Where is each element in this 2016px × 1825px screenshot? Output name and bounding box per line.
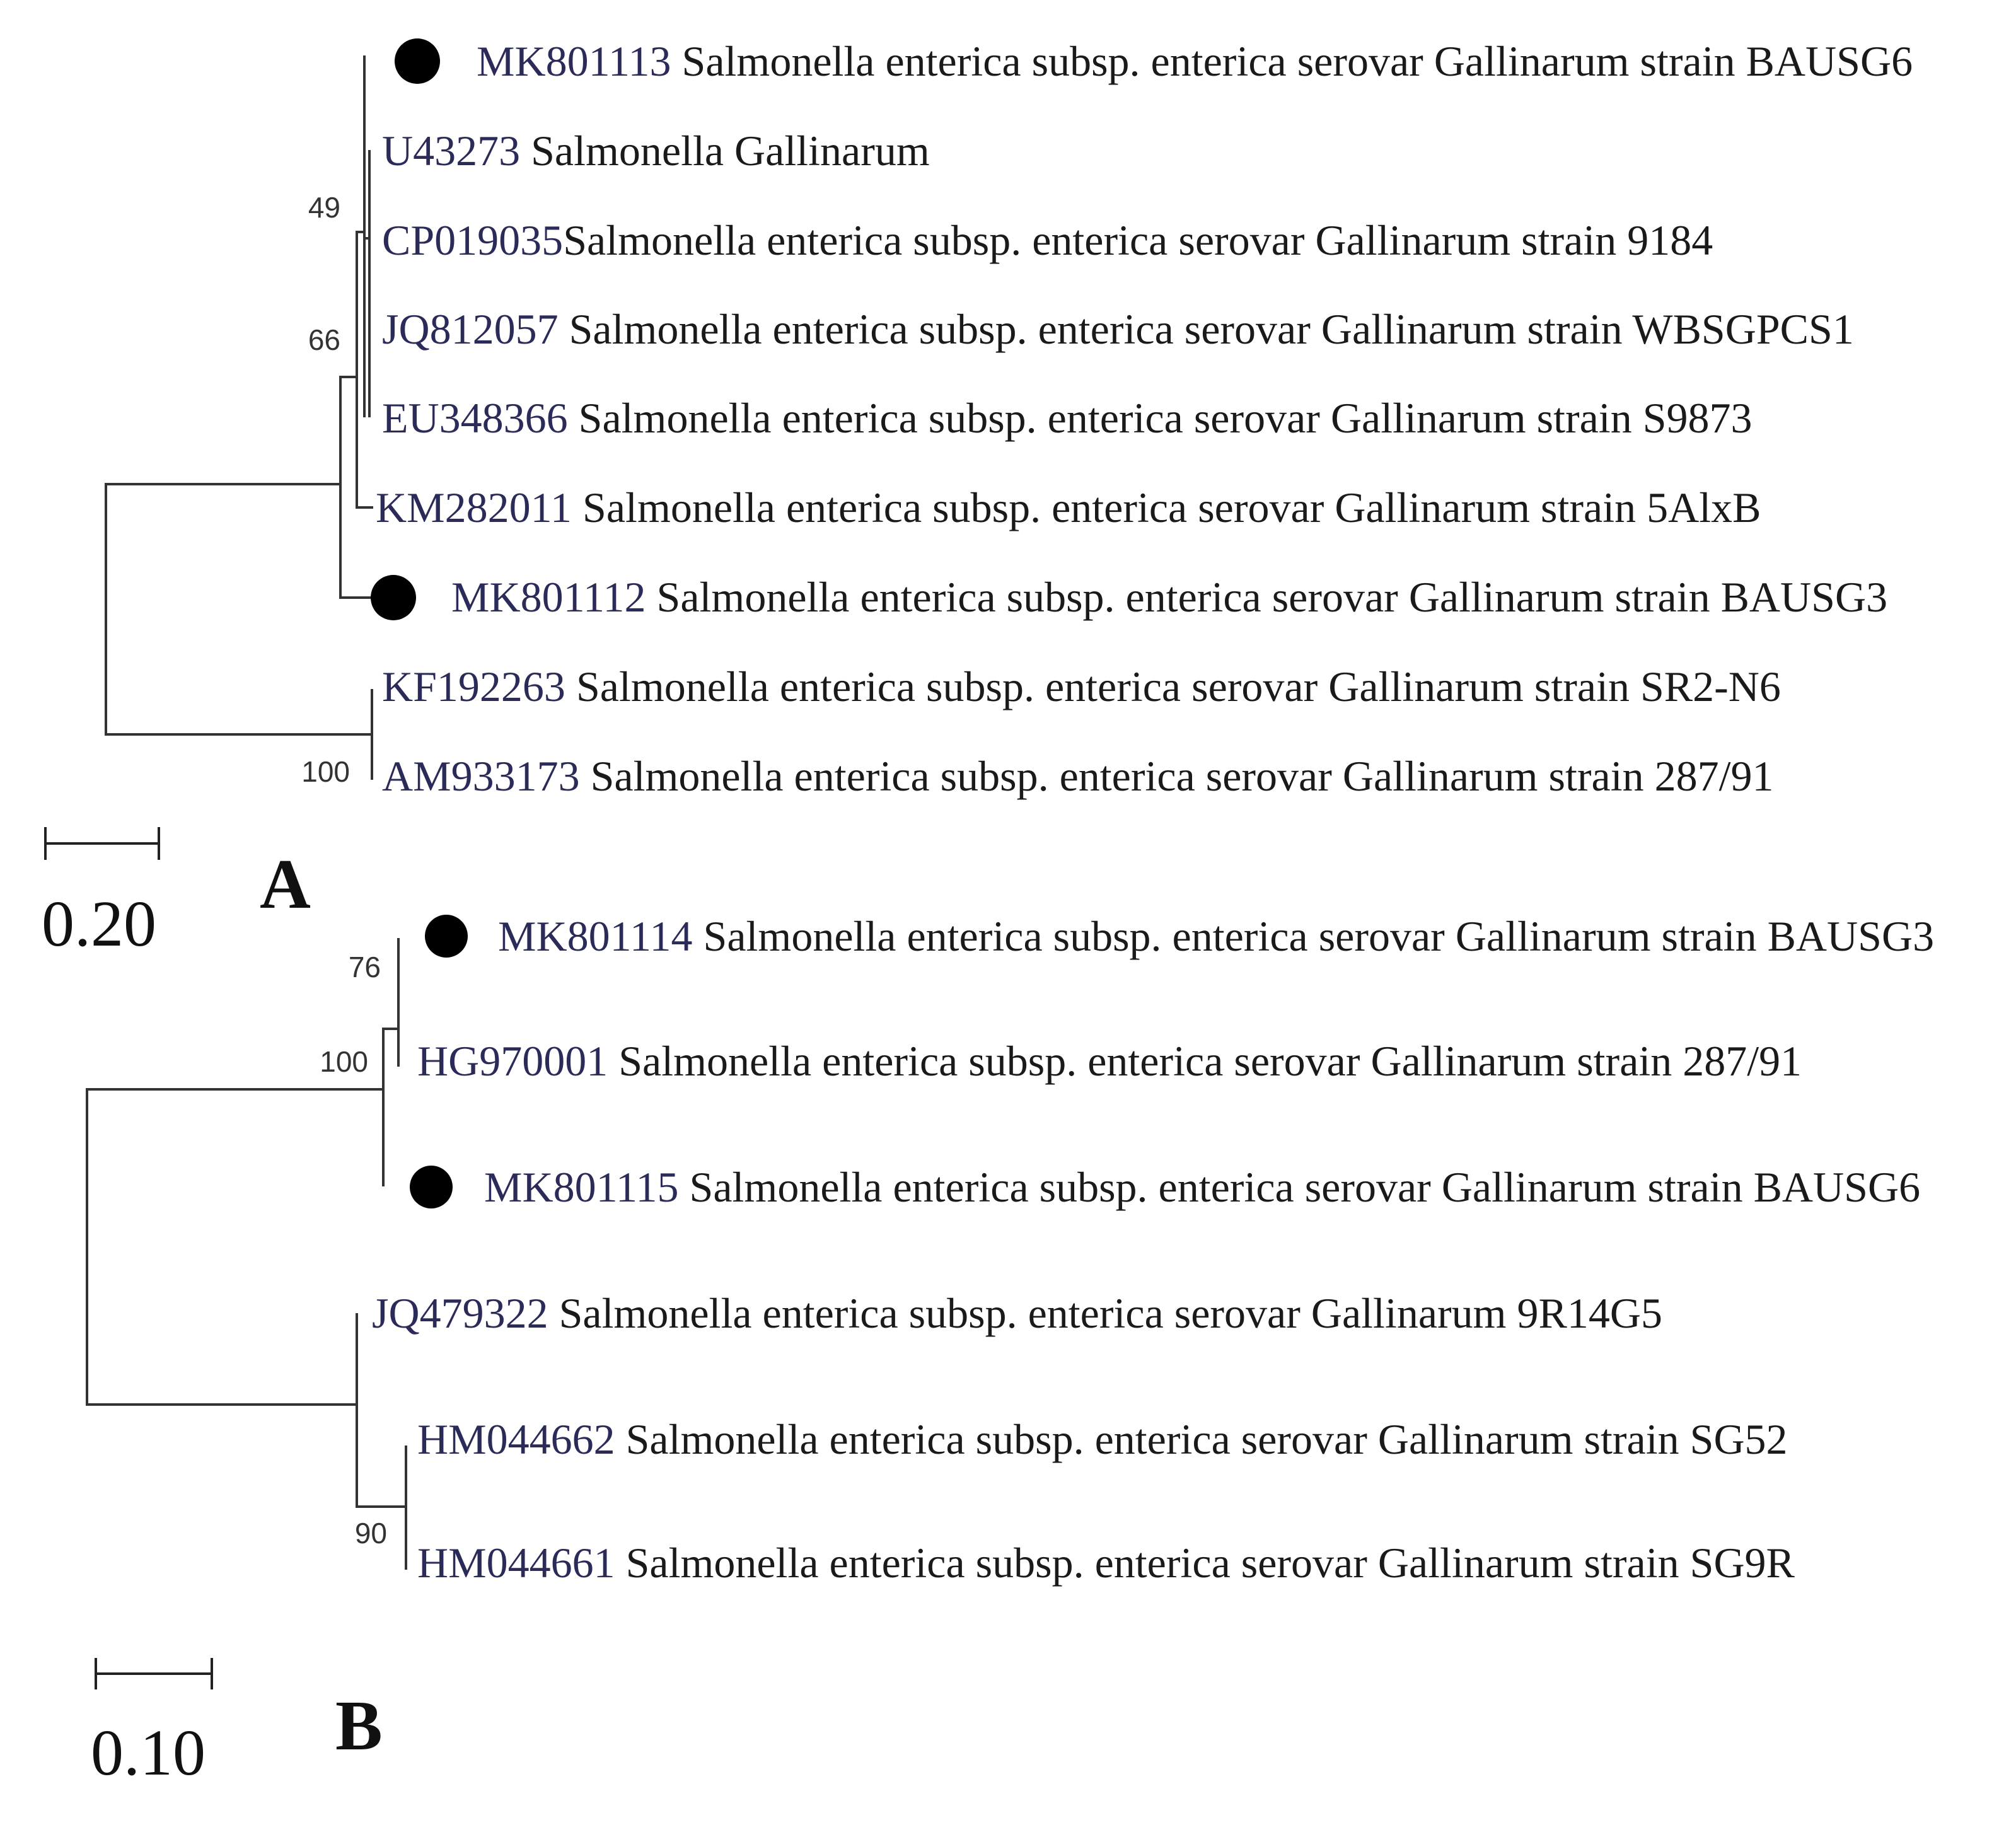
leaf-label: HM044662 Salmonella enterica subsp. ente… <box>417 1415 1788 1463</box>
leaf-label: MK801115 Salmonella enterica subsp. ente… <box>484 1163 1920 1211</box>
leaf-label: KF192263 Salmonella enterica subsp. ente… <box>382 663 1781 710</box>
panel-a-support-49: 49 <box>308 191 340 224</box>
panel-b-tree: 76 100 90 MK801114 Salmonella enterica s… <box>86 912 1934 1789</box>
panel-b-new-sequence-marker <box>425 915 468 958</box>
panel-a-support-66: 66 <box>308 323 340 356</box>
panel-a-leaf-labels: MK801113 Salmonella enterica subsp. ente… <box>376 37 1913 800</box>
panel-a-new-sequence-marker <box>371 575 416 620</box>
leaf-label: JQ812057 Salmonella enterica subsp. ente… <box>382 305 1854 353</box>
panel-b-support-100: 100 <box>320 1045 368 1078</box>
panel-a-scale-bar: 0.20 <box>42 827 160 960</box>
panel-b-support-76: 76 <box>349 951 381 983</box>
panel-a-new-sequence-marker <box>395 38 440 84</box>
panel-b-scale-bar: 0.10 <box>91 1658 213 1789</box>
panel-a-scale-label: 0.20 <box>42 888 156 960</box>
leaf-label: EU348366 Salmonella enterica subsp. ente… <box>382 394 1752 442</box>
leaf-label: CP019035Salmonella enterica subsp. enter… <box>382 216 1713 264</box>
leaf-label: KM282011 Salmonella enterica subsp. ente… <box>376 484 1761 531</box>
panel-b-branches <box>86 938 407 1570</box>
leaf-label: MK801113 Salmonella enterica subsp. ente… <box>477 37 1913 85</box>
leaf-label: MK801112 Salmonella enterica subsp. ente… <box>451 573 1887 621</box>
panel-a-tree: 49 66 100 MK801113 Salmonella enterica s… <box>42 37 1913 960</box>
leaf-label: JQ479322 Salmonella enterica subsp. ente… <box>372 1289 1662 1337</box>
panel-b-support-90: 90 <box>355 1517 387 1550</box>
panel-a-branches <box>105 55 373 780</box>
panel-b-letter: B <box>335 1687 383 1765</box>
leaf-label: HM044661 Salmonella enterica subsp. ente… <box>417 1539 1795 1587</box>
panel-a-letter: A <box>260 845 311 924</box>
leaf-label: HG970001 Salmonella enterica subsp. ente… <box>417 1037 1802 1085</box>
leaf-label: U43273 Salmonella Gallinarum <box>382 127 930 175</box>
panel-a-support-100: 100 <box>301 755 350 788</box>
panel-b-scale-label: 0.10 <box>91 1717 206 1789</box>
panel-b-leaf-labels: MK801114 Salmonella enterica subsp. ente… <box>372 912 1934 1587</box>
leaf-label: AM933173 Salmonella enterica subsp. ente… <box>382 752 1774 800</box>
panel-b-new-sequence-marker <box>410 1166 453 1208</box>
leaf-label: MK801114 Salmonella enterica subsp. ente… <box>498 912 1934 960</box>
